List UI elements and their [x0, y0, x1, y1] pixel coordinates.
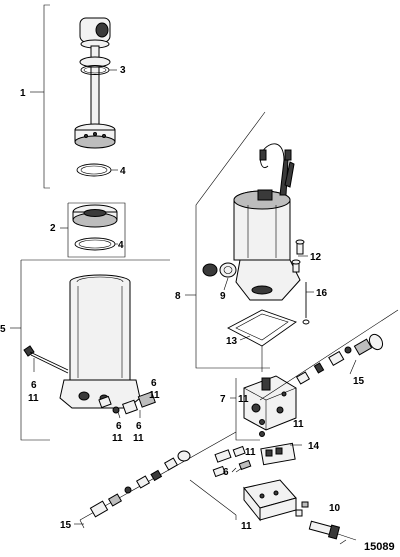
pump-fittings — [212, 419, 265, 478]
callout-11-right: 11 — [149, 390, 160, 401]
callout-13: 13 — [226, 336, 238, 347]
callout-11-base-right: 11 — [133, 433, 144, 444]
leader-lines — [74, 255, 357, 545]
callout-10: 10 — [329, 503, 341, 514]
pump-motor — [233, 159, 301, 301]
callout-14: 14 — [308, 441, 320, 452]
rod-assembly — [74, 17, 116, 149]
callout-11-left: 11 — [28, 393, 39, 404]
valve-assembly-14 — [260, 442, 302, 466]
pump-body — [230, 375, 297, 441]
end-cap — [72, 204, 118, 228]
callout-11-bottom: 11 — [241, 521, 252, 532]
cylinder-valve-parts — [98, 391, 156, 419]
callout-11-pump: 11 — [238, 394, 249, 405]
callout-15-right: 15 — [353, 376, 365, 387]
callout-7: 7 — [220, 394, 226, 405]
right-shaft-parts — [259, 309, 399, 401]
manual-release-valve — [295, 501, 357, 541]
callout-6-mid: 6 — [223, 467, 229, 478]
callout-6-left: 6 — [31, 380, 37, 391]
ground-wire — [302, 282, 310, 325]
callout-11-mid: 11 — [245, 447, 256, 458]
callout-2: 2 — [50, 223, 56, 234]
bracket-5 — [10, 259, 170, 441]
bracket-2 — [60, 202, 126, 258]
callout-12: 12 — [310, 252, 322, 263]
callout-8: 8 — [175, 291, 181, 302]
motor-screws — [291, 239, 305, 273]
o-ring-4-top — [76, 163, 118, 177]
callout-6-right: 6 — [151, 378, 157, 389]
callout-9: 9 — [220, 291, 226, 302]
bracket-8 — [185, 111, 270, 369]
callout-6-base-right: 6 — [136, 421, 142, 432]
callout-6-base: 6 — [116, 421, 122, 432]
wire-leads — [259, 143, 292, 168]
callouts: 1 3 4 2 4 5 6 11 6 11 6 11 6 11 8 9 12 1… — [0, 65, 365, 532]
left-shaft-parts — [79, 431, 237, 529]
callout-1: 1 — [20, 88, 26, 99]
gasket — [227, 309, 297, 347]
o-ring-3 — [80, 65, 117, 75]
callout-5: 5 — [0, 324, 6, 335]
cylinder — [59, 274, 141, 409]
long-bolt — [23, 345, 69, 374]
callout-4-top: 4 — [120, 166, 126, 177]
callout-15-left: 15 — [60, 520, 72, 531]
o-ring-4-lower — [74, 237, 118, 251]
callout-4-lower: 4 — [118, 240, 124, 251]
bracket-1 — [30, 4, 50, 189]
figure-number: 15089 — [364, 541, 395, 553]
callout-16: 16 — [316, 288, 328, 299]
callout-3: 3 — [120, 65, 126, 76]
callout-11-pump-right: 11 — [293, 419, 304, 430]
bottom-block — [189, 479, 297, 522]
callout-11-base: 11 — [112, 433, 123, 444]
fill-plug — [202, 262, 237, 278]
